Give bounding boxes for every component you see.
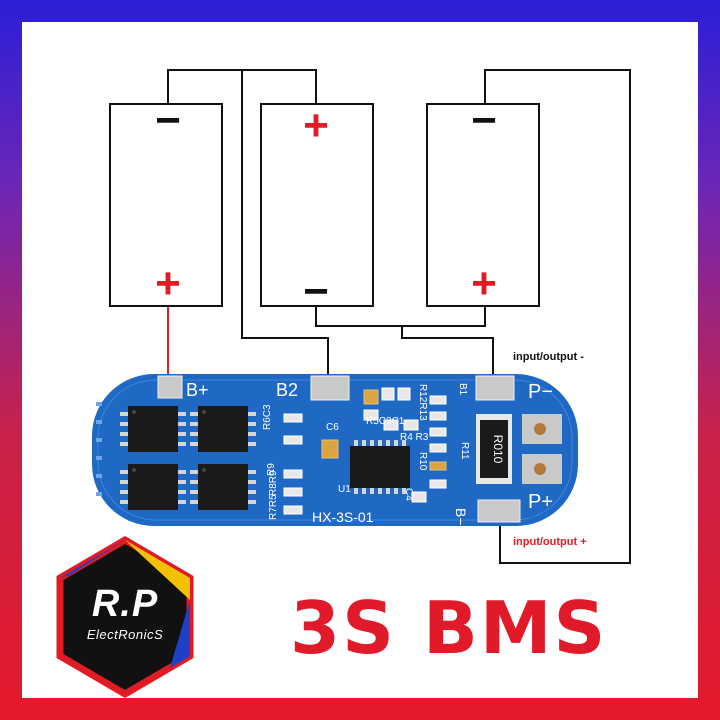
battery-cell-1 — [109, 103, 223, 307]
cell3-top-terminal: − — [471, 96, 497, 145]
label-output-minus: input/output - — [513, 351, 584, 363]
label-b2: B2 — [276, 380, 298, 400]
label-b-plus: B+ — [186, 380, 209, 400]
battery-cell-3 — [426, 103, 540, 307]
battery-cell-2 — [260, 103, 374, 307]
svg-text:R7R5: R7R5 — [268, 494, 279, 520]
label-b1: B1 — [457, 383, 468, 396]
svg-text:R6C3: R6C3 — [262, 404, 273, 430]
mosfet-chips — [120, 406, 256, 510]
shunt-resistor: R010 — [476, 414, 512, 484]
svg-text:R4 R3: R4 R3 — [400, 432, 429, 443]
logo-line1: R.P — [91, 583, 159, 625]
svg-text:U1: U1 — [338, 484, 351, 495]
cell2-top-terminal: + — [303, 101, 329, 150]
cell3-bottom-terminal: + — [471, 259, 497, 308]
passive-components — [283, 387, 447, 515]
svg-text:C6: C6 — [326, 422, 339, 433]
wire-cell3-neg-to-p-plus — [484, 69, 631, 564]
label-p-plus: P+ — [528, 491, 553, 513]
cell1-top-terminal: − — [155, 96, 181, 145]
svg-text:R12R13: R12R13 — [417, 384, 428, 421]
product-title: 3S BMS — [290, 586, 608, 670]
logo-line2: ElectRonicS — [86, 627, 164, 642]
svg-text:R11: R11 — [459, 442, 470, 460]
pad-b-plus — [157, 375, 183, 399]
cell2-bottom-terminal: − — [303, 267, 329, 316]
test-pads — [522, 414, 562, 484]
wire-b2-to-cell2-pos — [241, 70, 329, 375]
cell1-bottom-terminal: + — [155, 259, 181, 308]
label-b-minus: B− — [453, 508, 469, 526]
wire-group — [167, 69, 631, 564]
ic-u1 — [350, 440, 410, 494]
pad-b2 — [310, 375, 350, 401]
svg-text:R9: R9 — [266, 463, 277, 476]
svg-text:R5C2C1: R5C2C1 — [366, 416, 405, 427]
label-model: HX-3S-01 — [312, 509, 374, 525]
svg-text:R8R9: R8R9 — [268, 470, 279, 496]
label-p-minus: P− — [528, 381, 553, 403]
silkscreen-labels: C6 U1 R6C3 R9 R8R9 R7R5 R5C2C1 R12R13 R4… — [262, 384, 470, 520]
svg-text:R10: R10 — [417, 452, 428, 471]
rp-logo — [56, 535, 194, 699]
pad-p-plus — [477, 499, 521, 523]
label-output-plus: input/output + — [513, 536, 587, 548]
svg-text:C4: C4 — [403, 488, 414, 501]
bms-board: B+ B2 P− P+ B− B1 HX-3S-01 — [92, 374, 578, 526]
wire-cell2-neg-to-cell3-pos — [315, 306, 486, 327]
wire-b1-junction — [401, 326, 494, 375]
pad-b1 — [475, 375, 515, 401]
svg-text:R010: R010 — [491, 435, 505, 464]
